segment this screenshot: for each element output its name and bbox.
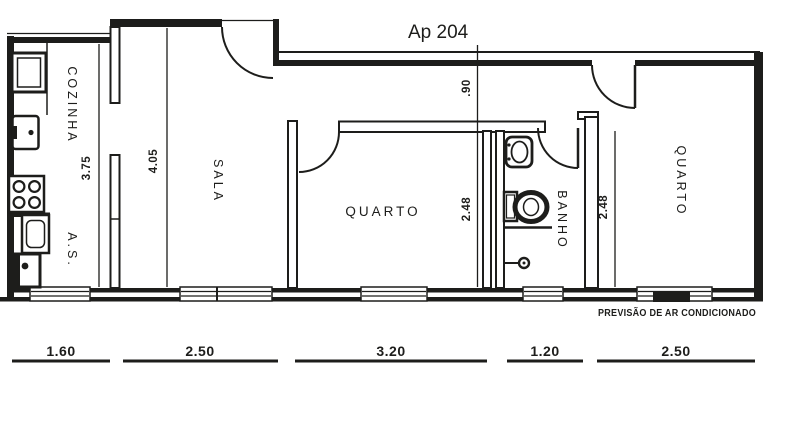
wall-banho-east [584, 116, 599, 289]
entrance-door-arc [221, 26, 274, 79]
windows [29, 286, 713, 302]
burner-1 [12, 180, 26, 194]
window-banho [522, 286, 564, 302]
label-quarto2: QUARTO [674, 145, 688, 216]
wall-left [7, 36, 14, 301]
label-quarto1: QUARTO [345, 204, 420, 219]
wall-sala-quarto1 [287, 120, 298, 289]
wall-right [754, 52, 763, 301]
dim-bottom-3: 3.20 [376, 343, 405, 359]
bathroom-fixtures [502, 135, 550, 270]
plan-title: Ap 204 [408, 22, 469, 43]
wall-cozinha-sala-upper [109, 26, 121, 104]
dim-bottom-4: 1.20 [530, 343, 559, 359]
wall-bottom-seg3 [272, 288, 363, 293]
label-sala: SALA [211, 159, 225, 203]
banho-door-arc [537, 127, 579, 169]
lavatory-bowl [510, 140, 529, 164]
quarto1-door-arc [298, 131, 340, 173]
label-cozinha: COZINHA [65, 66, 79, 143]
kitchen-faucet-dot [28, 129, 34, 136]
dim-bottom-2: 2.50 [185, 343, 214, 359]
window-sala [179, 286, 273, 302]
counter-sink-inner [16, 57, 42, 88]
window-as [29, 286, 91, 302]
doors [221, 26, 637, 173]
label-banho: BANHO [555, 190, 569, 249]
ac-unit-marker [653, 291, 690, 302]
lavatory-tap-2 [507, 157, 511, 161]
quarto2-door-arc [591, 64, 636, 109]
window-quarto1 [360, 286, 428, 302]
wall-quarto1-shaft [482, 130, 492, 289]
ac-annotation: PREVISÃO DE AR CONDICIONADO [598, 306, 756, 319]
dim-sala-depth: 4.05 [148, 149, 160, 173]
toilet-bowl-inner [522, 197, 540, 217]
wall-top-kitchen [7, 37, 120, 43]
laundry-tank-inner [25, 219, 46, 249]
shower-head [517, 256, 531, 270]
dimension-lines [12, 28, 755, 363]
washer-panel [13, 254, 20, 287]
wall-bottom-seg4 [427, 288, 523, 293]
dim-bottom-5: 2.50 [661, 343, 690, 359]
shower-head-dot [522, 261, 526, 265]
wall-cozinha-sala-lower [109, 154, 121, 289]
wall-top-right-a [277, 60, 592, 66]
lavatory-tap-1 [507, 143, 511, 147]
dim-hall-width: .90 [461, 79, 473, 97]
dim-quarto1-depth: 2.48 [461, 197, 473, 221]
wall-bottom-seg5 [563, 288, 637, 293]
labels: Ap 204 COZINHA A.S. SALA QUARTO BANHO QU… [46, 22, 756, 359]
wall-top-right-b [635, 60, 757, 66]
wall-bottom-seg2 [90, 288, 180, 293]
entrance-jamb [273, 19, 279, 66]
dim-bottom-1: 1.60 [46, 343, 75, 359]
dim-quarto2-depth: 2.48 [598, 195, 610, 219]
kitchen-sink-tap [12, 126, 17, 139]
burner-4 [28, 196, 42, 210]
wall-top-mid [110, 19, 222, 27]
burner-2 [28, 180, 42, 194]
wall-bottom-seg1 [7, 288, 30, 293]
wall-bottom-seg6 [712, 288, 757, 293]
kitchen-fixtures [7, 43, 51, 289]
label-as: A.S. [65, 232, 79, 268]
burner-3 [12, 196, 26, 210]
dim-cozinha-depth: 3.75 [81, 156, 93, 180]
washer-dot [21, 262, 29, 270]
wall-corridor-south [338, 120, 546, 133]
